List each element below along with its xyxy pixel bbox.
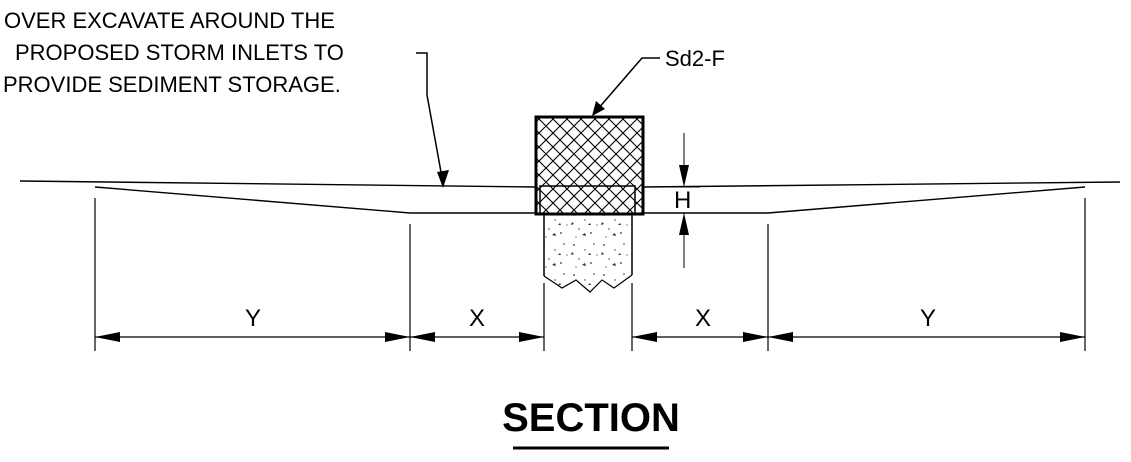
storm-inlet-concrete [544, 214, 632, 292]
h-arrowhead-top [679, 165, 689, 187]
callout-label: Sd2-F [665, 46, 725, 71]
dimension-arrowheads [95, 332, 1085, 342]
excavation-note: OVER EXCAVATE AROUND THE PROPOSED STORM … [3, 8, 344, 97]
y-dimension-right: Y [920, 305, 936, 332]
inlet-grate-outline [539, 185, 636, 215]
h-arrowhead-bottom [679, 213, 689, 235]
excavation-line-right [643, 186, 1086, 214]
note-line-1: OVER EXCAVATE AROUND THE [4, 8, 335, 33]
callout-leader-line [596, 57, 660, 111]
sediment-filter-sd2f [534, 115, 645, 216]
callout-leader-arrowhead [592, 101, 605, 116]
x-dimension-left: X [469, 305, 485, 332]
y-dimension-left: Y [245, 305, 261, 332]
existing-ground-line-left [19, 180, 537, 188]
section-title: SECTION [502, 396, 680, 440]
note-leader-arrowhead [437, 170, 449, 188]
x-dimension-right: X [695, 305, 711, 332]
inlet-break-line [543, 274, 633, 293]
note-leader-line [416, 52, 444, 184]
note-line-3: PROVIDE SEDIMENT STORAGE. [3, 72, 341, 97]
note-line-2: PROPOSED STORM INLETS TO [15, 40, 344, 65]
existing-ground-line-right [642, 181, 1121, 188]
excavation-line-left [94, 186, 536, 214]
h-dimension-label: H [674, 187, 691, 214]
